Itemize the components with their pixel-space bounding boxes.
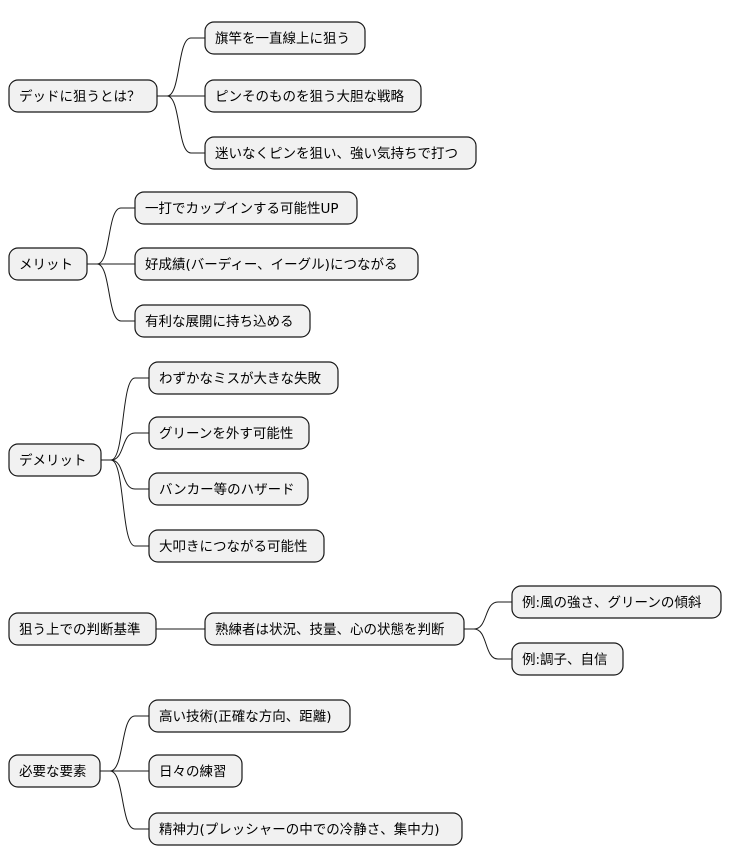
mindmap-edge-b2-b2c3: [101, 459, 149, 547]
mindmap-edge-b2-b2c1: [101, 432, 149, 461]
mindmap-node-b1: メリット: [8, 247, 88, 281]
mindmap-node-b4c1: 日々の練習: [148, 754, 243, 788]
mindmap-node-label: ピンそのものを狙う大胆な戦略: [215, 89, 404, 105]
mindmap-edge-b3c0-b3c0g0: [464, 601, 512, 630]
mindmap-node-label: 例:風の強さ、グリーンの傾斜: [522, 595, 702, 611]
mindmap-edge-b0-b0c2: [157, 95, 205, 154]
mindmap-node-label: 大叩きにつながる可能性: [159, 539, 308, 555]
mindmap-node-box: [8, 443, 102, 477]
mindmap-node-b0: デッドに狙うとは？: [8, 79, 158, 113]
mindmap-node-label: メリット: [19, 257, 73, 273]
mindmap-node-label: バンカー等のハザード: [159, 481, 295, 498]
mindmap-node-box: [148, 529, 325, 563]
mindmap-node-b1c0: 一打でカップインする可能性UP: [134, 191, 358, 225]
mindmap-edge-b2-b2c0: [101, 377, 149, 461]
mindmap-node-b2: デメリット: [8, 443, 102, 477]
mindmap-node-box: [8, 247, 88, 281]
mindmap-node-label: グリーンを外す可能性: [159, 426, 293, 442]
mindmap-node-label: デッドに狙うとは？: [19, 88, 141, 105]
mindmap-node-b4c2: 精神力(プレッシャーの中での冷静さ、集中力): [148, 812, 463, 846]
mindmap-node-b4: 必要な要素: [8, 754, 101, 788]
mindmap-node-box: [148, 699, 351, 733]
mindmap-node-b1c2: 有利な展開に持ち込める: [134, 304, 311, 338]
mindmap-node-label: 旗竿を一直線上に狙う: [215, 31, 350, 47]
mindmap-node-b3: 狙う上での判断基準: [8, 612, 157, 646]
mindmap-node-label: デメリット: [19, 452, 87, 469]
mindmap-node-box: [134, 304, 311, 338]
mindmap-node-box: [148, 754, 243, 788]
mindmap-node-box: [511, 642, 624, 676]
mindmap-node-box: [204, 21, 366, 55]
mindmap-node-b2c3: 大叩きにつながる可能性: [148, 529, 325, 563]
mindmap-node-b2c1: グリーンを外す可能性: [148, 416, 310, 450]
mindmap-node-box: [8, 79, 158, 113]
mindmap-node-box: [204, 79, 422, 113]
mindmap-edge-b4-b4c0: [100, 715, 149, 772]
mindmap-node-box: [148, 416, 310, 450]
mindmap-node-box: [8, 754, 101, 788]
mindmap-edges: [87, 37, 512, 830]
mindmap-node-b0c2: 迷いなくピンを狙い、強い気持ちで打つ: [204, 136, 477, 170]
mindmap-edge-b1-b1c2: [87, 263, 135, 322]
mindmap-node-label: 精神力(プレッシャーの中での冷静さ、集中力): [159, 822, 440, 838]
mindmap-node-label: 熟練者は状況、技量、心の状態を判断: [215, 622, 445, 638]
mindmap-node-b0c0: 旗竿を一直線上に狙う: [204, 21, 366, 55]
mindmap-node-b2c0: わずかなミスが大きな失敗: [148, 361, 339, 395]
mindmap-edge-b0-b0c0: [157, 37, 205, 97]
mindmap-node-b2c2: バンカー等のハザード: [148, 472, 309, 506]
mindmap-node-b3c0g1: 例:調子、自信: [511, 642, 624, 676]
mindmap-node-label: 例:調子、自信: [522, 652, 608, 668]
mindmap-edge-b4-b4c2: [100, 770, 149, 830]
mindmap-node-box: [204, 612, 465, 646]
mindmap-node-label: 日々の練習: [159, 764, 227, 780]
mindmap-node-label: 一打でカップインする可能性UP: [145, 200, 339, 217]
mindmap-node-box: [148, 472, 309, 506]
mindmap-node-label: 有利な展開に持ち込める: [145, 314, 294, 330]
mindmap-edge-b1-b1c0: [87, 207, 135, 265]
mindmap-node-box: [148, 812, 463, 846]
mindmap-node-label: 必要な要素: [19, 764, 87, 780]
mindmap-node-label: 高い技術(正確な方向、距離): [159, 708, 332, 725]
mindmap-node-b4c0: 高い技術(正確な方向、距離): [148, 699, 351, 733]
mindmap-node-label: わずかなミスが大きな失敗: [159, 371, 321, 387]
mindmap-node-box: [204, 136, 477, 170]
mindmap-node-b1c1: 好成績(バーディー、イーグル)につながる: [134, 247, 419, 281]
mindmap-node-b3c0: 熟練者は状況、技量、心の状態を判断: [204, 612, 465, 646]
mindmap-node-label: 狙う上での判断基準: [19, 621, 141, 638]
mindmap-node-label: 好成績(バーディー、イーグル)につながる: [145, 256, 397, 273]
mindmap-node-box: [511, 585, 722, 619]
mindmap-node-box: [8, 612, 157, 646]
mindmap-node-label: 迷いなくピンを狙い、強い気持ちで打つ: [215, 145, 458, 162]
mindmap-nodes: デッドに狙うとは？ 旗竿を一直線上に狙うピンそのものを狙う大胆な戦略迷いなくピンを…: [8, 21, 722, 846]
mindmap-edge-b3c0-b3c0g1: [464, 628, 512, 660]
mindmap-node-b0c1: ピンそのものを狙う大胆な戦略: [204, 79, 422, 113]
mindmap-edge-b2-b2c2: [101, 459, 149, 490]
mindmap-node-b3c0g0: 例:風の強さ、グリーンの傾斜: [511, 585, 722, 619]
mindmap-node-box: [148, 361, 339, 395]
mindmap-node-box: [134, 191, 358, 225]
mindmap-node-box: [134, 247, 419, 281]
